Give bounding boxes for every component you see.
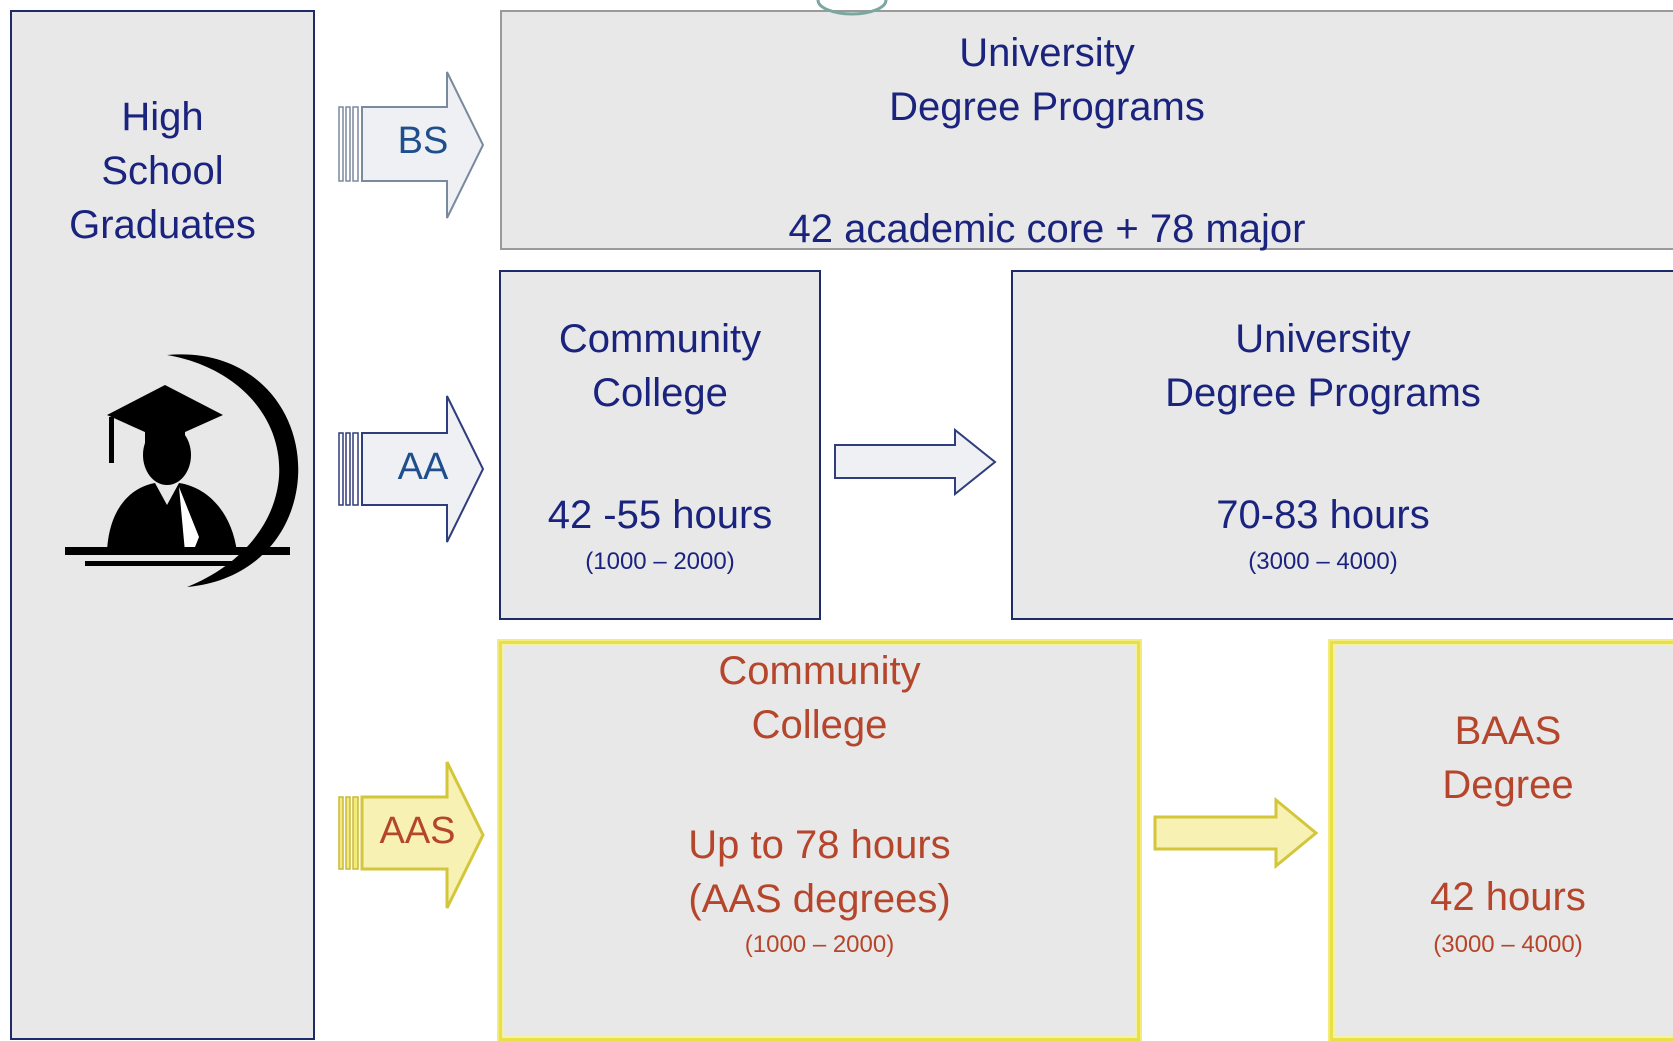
aa-university-title: University Degree Programs bbox=[1165, 317, 1481, 415]
bs-arrow bbox=[338, 71, 485, 219]
high-school-graduates-title: High School Graduates bbox=[69, 95, 256, 247]
aa-university-level: (3000 – 4000) bbox=[1248, 548, 1398, 575]
aa-university-hours: 70-83 hours bbox=[1216, 493, 1430, 537]
aas-cc-level: (1000 – 2000) bbox=[744, 931, 895, 958]
aa-cc-level: (1000 – 2000) bbox=[585, 548, 735, 575]
aas-arrow-label: AAS bbox=[379, 810, 456, 852]
bs-university-hours: 42 academic core + 78 major bbox=[788, 207, 1306, 251]
aas-community-college-box: Community College Up to 78 hours (AAS de… bbox=[499, 641, 1140, 1041]
aas-cc-hours: Up to 78 hours (AAS degrees) bbox=[688, 823, 951, 921]
top-circle-decoration bbox=[816, 0, 888, 16]
aa-cc-hours: 42 -55 hours bbox=[547, 493, 773, 537]
aas-arrow bbox=[338, 761, 485, 909]
bs-university-box: University Degree Programs 42 academic c… bbox=[500, 10, 1673, 251]
bs-university-title: University Degree Programs bbox=[889, 31, 1205, 129]
baas-level: (3000 – 4000) bbox=[1433, 931, 1583, 958]
baas-hours: 42 hours bbox=[1430, 875, 1586, 919]
aa-community-college-box: Community College 42 -55 hours (1000 – 2… bbox=[499, 270, 821, 620]
aas-transfer-arrow bbox=[1153, 796, 1319, 870]
baas-title: BAAS Degree bbox=[1442, 709, 1574, 807]
high-school-graduates-panel: High School Graduates bbox=[10, 10, 315, 1040]
aa-university-box: University Degree Programs 70-83 hours (… bbox=[1011, 270, 1673, 620]
aas-cc-title: Community College bbox=[718, 649, 921, 747]
aa-arrow-label: AA bbox=[397, 446, 449, 488]
aa-arrow bbox=[338, 395, 485, 543]
aa-cc-title: Community College bbox=[558, 317, 762, 415]
aa-transfer-arrow bbox=[834, 427, 997, 497]
graduate-icon bbox=[65, 354, 299, 587]
baas-degree-box: BAAS Degree 42 hours (3000 – 4000) bbox=[1330, 641, 1673, 1041]
bs-arrow-label: BS bbox=[397, 120, 449, 162]
